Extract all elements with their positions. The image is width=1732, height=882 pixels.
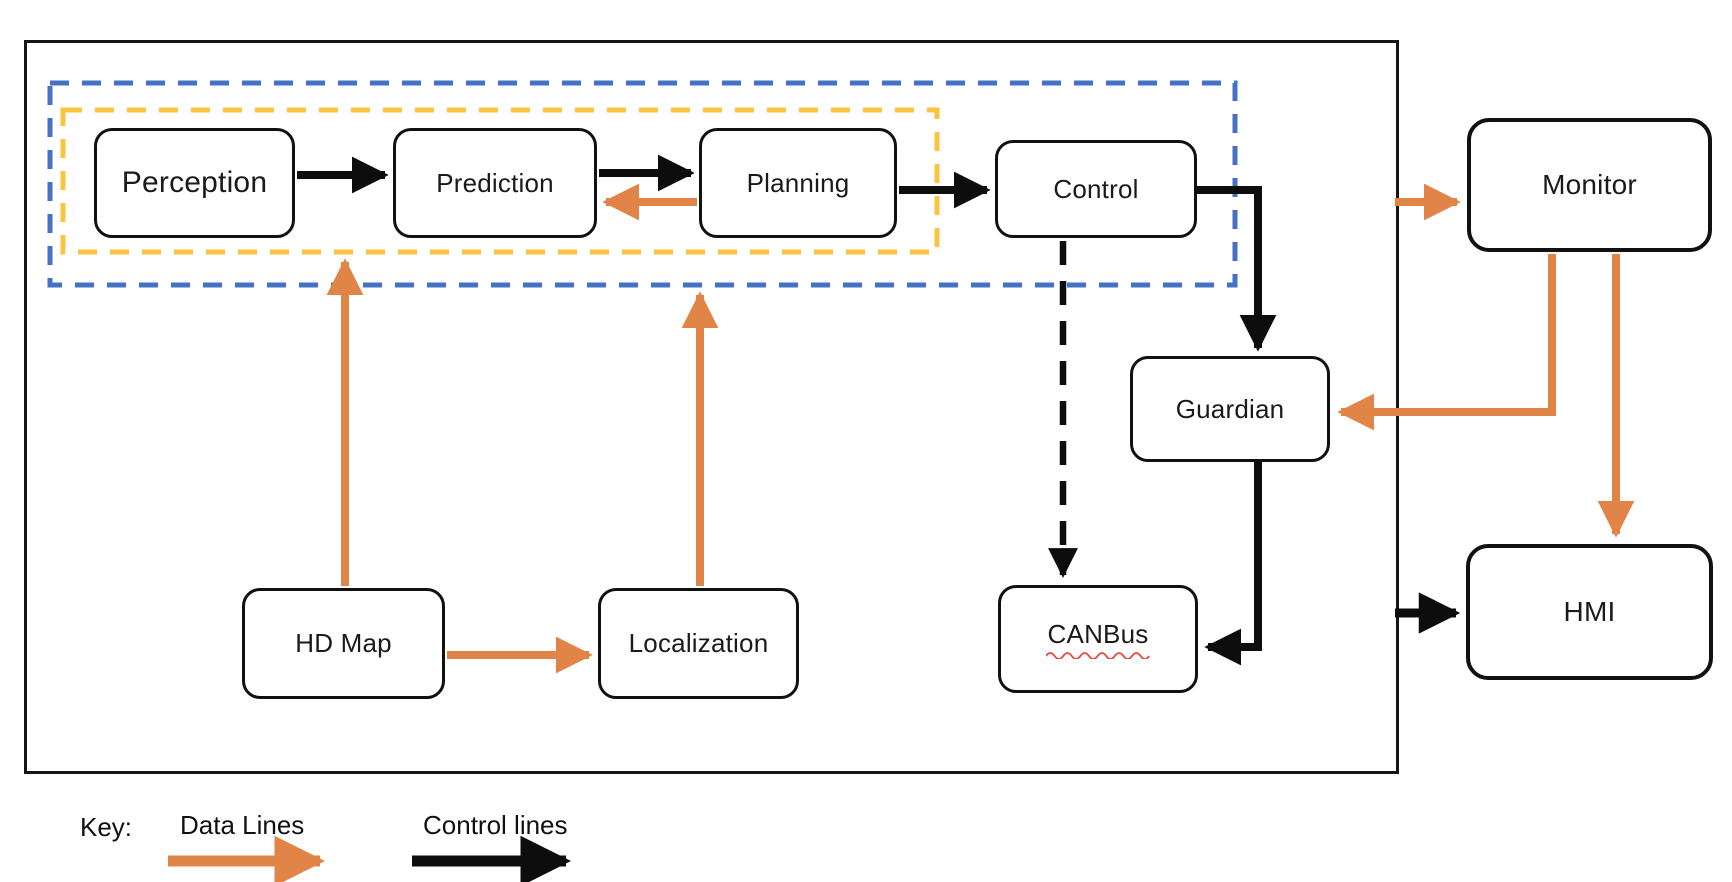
arrow-guardian-to-canbus <box>1204 462 1262 666</box>
node-control: Control <box>995 140 1197 238</box>
legend-control-lines-label: Control lines <box>423 810 568 840</box>
arrow-monitor-to-guardian <box>1337 254 1556 431</box>
outer-system-box <box>24 40 1399 774</box>
node-guardian-label: Guardian <box>1175 393 1285 424</box>
node-perception: Perception <box>94 128 295 238</box>
legend-key-label: Key: <box>80 812 133 842</box>
node-localization: Localization <box>598 588 799 699</box>
legend-data-lines-label: Data Lines <box>180 810 305 840</box>
spellcheck-squiggle-icon <box>1046 652 1150 659</box>
node-guardian: Guardian <box>1130 356 1330 462</box>
node-hdmap: HD Map <box>242 588 445 699</box>
node-prediction: Prediction <box>393 128 597 238</box>
blue-dashed-group-box <box>47 80 1238 288</box>
yellow-dashed-group-box <box>60 107 940 255</box>
node-hdmap-label: HD Map <box>295 628 392 658</box>
node-prediction-label: Prediction <box>436 167 554 198</box>
node-hmi-label: HMI <box>1563 596 1616 627</box>
node-planning: Planning <box>699 128 897 238</box>
node-monitor: Monitor <box>1467 118 1712 252</box>
node-hmi: HMI <box>1466 544 1713 680</box>
node-monitor-label: Monitor <box>1542 169 1637 200</box>
node-canbus-label: CANBus <box>1047 619 1149 649</box>
arrow-control-to-guardian <box>1197 186 1277 352</box>
node-localization-label: Localization <box>628 628 769 658</box>
node-perception-label: Perception <box>121 166 268 199</box>
node-canbus: CANBus <box>998 585 1198 693</box>
node-control-label: Control <box>1053 173 1139 204</box>
node-planning-label: Planning <box>746 167 850 198</box>
